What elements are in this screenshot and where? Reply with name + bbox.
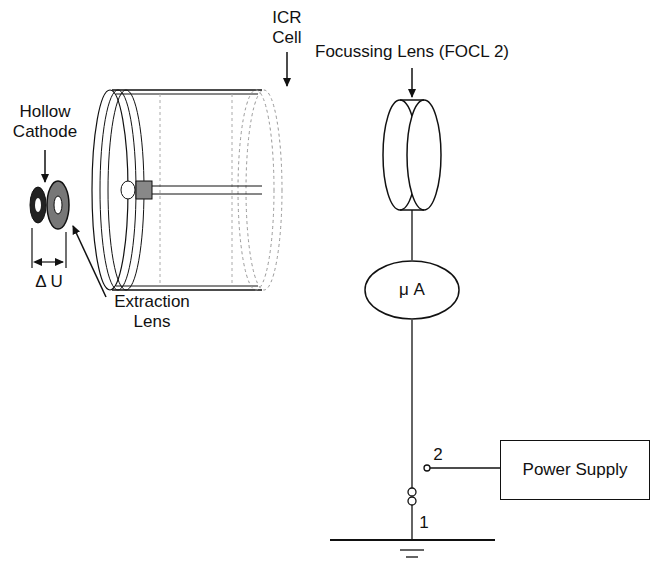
ammeter-circle: μ A: [364, 260, 460, 320]
node-text: Power Supply: [523, 460, 628, 480]
node-text: μ A: [399, 280, 425, 300]
part-label: Extraction Lens: [105, 292, 200, 331]
part-label: Δ U: [35, 272, 62, 292]
power-supply-box: Power Supply: [500, 440, 650, 500]
hollow-cathode: [30, 181, 69, 229]
part-label: Hollow Cathode: [5, 102, 85, 141]
pointer-arrows: [45, 52, 412, 297]
focussing-lens: [383, 100, 441, 210]
delta-u-bracket: [32, 228, 66, 268]
part-label: ICR Cell: [257, 8, 317, 47]
part-label: Focussing Lens (FOCL 2): [315, 42, 509, 62]
part-label: 2: [433, 445, 442, 465]
icr-cell-cylinder: [92, 90, 282, 290]
circuit-wires: [330, 210, 500, 557]
part-label: 1: [419, 513, 428, 533]
